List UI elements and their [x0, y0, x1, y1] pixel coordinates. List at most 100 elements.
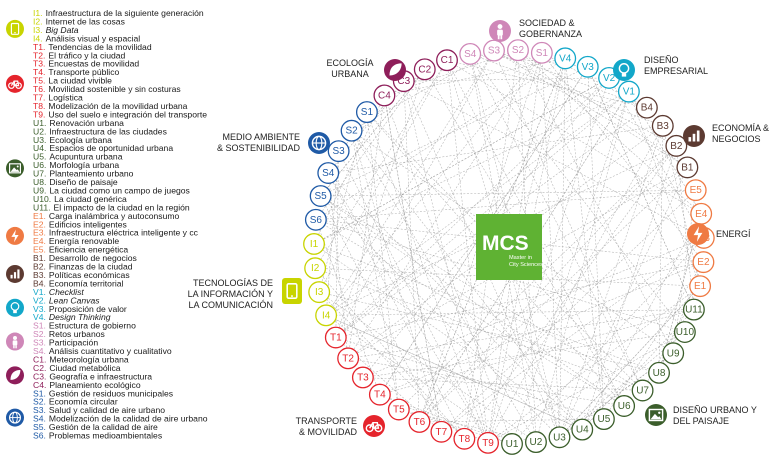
course-node-label: U1 — [506, 439, 519, 450]
course-node-ring — [665, 134, 688, 157]
legend-item: T6.Movilidad sostenible y sin costuras — [33, 84, 181, 94]
course-node-label: S1 — [361, 107, 374, 118]
legend-item-label: La ciudad vivible — [48, 76, 112, 86]
legend-item-label: El impacto de la ciudad en la región — [54, 202, 190, 212]
legend-item-label: Design Thinking — [49, 312, 111, 322]
legend-item-code: S6. — [33, 431, 46, 441]
course-node: U7 — [631, 379, 654, 402]
legend-item: U10.La ciudad genérica — [33, 194, 127, 204]
category-tra: TRANSPORTE& MOVILIDAD — [296, 415, 385, 437]
course-node: S3 — [327, 140, 350, 163]
category-label: EMPRESARIAL — [644, 66, 708, 76]
connection-line — [326, 309, 694, 316]
course-node-label: V2 — [603, 73, 616, 84]
category-label: MEDIO AMBIENTE — [222, 132, 300, 142]
bicycle-icon — [6, 74, 24, 93]
course-node-label: U7 — [636, 386, 649, 397]
course-node-label: S2 — [345, 126, 358, 137]
legend-item-label: Espacios de oportunidad urbana — [49, 143, 173, 153]
legend-item-code: U8. — [33, 177, 46, 187]
category-eco: ECONOMÍA &NEGOCIOS — [683, 123, 769, 147]
legend-item: T2.El tráfico y la ciudad — [33, 50, 126, 60]
course-node-ring — [387, 398, 410, 421]
course-node-ring — [648, 361, 670, 384]
legend-item-code: E5. — [33, 245, 46, 255]
legend-item-label: Renovación urbana — [49, 118, 124, 128]
legend-item-label: Economía circular — [49, 397, 118, 407]
connection-line — [464, 58, 566, 439]
connection-line — [403, 81, 489, 443]
legend-item: T8.Modelización de la movilidad urbana — [33, 101, 188, 111]
legend-item-label: Eficiencia energética — [49, 245, 129, 255]
category-med: MEDIO AMBIENTE& SOSTENIBILIDAD — [217, 132, 330, 154]
legend-item: U9.La ciudad como un campo de juegos — [33, 185, 190, 195]
connection-line — [335, 337, 604, 420]
legend-item: T9.Uso del suelo e integración del trans… — [33, 109, 207, 119]
connection-line — [541, 52, 560, 438]
connection-line — [493, 50, 688, 168]
legend-item-code: S1. — [33, 388, 46, 398]
legend-item-code: U10. — [33, 194, 51, 204]
legend-item-label: Planeamiento ecológico — [49, 380, 140, 390]
connection-line — [511, 91, 630, 445]
course-node-label: B3 — [657, 121, 670, 132]
legend-item-code: E3. — [33, 228, 46, 238]
category-label: & MOVILIDAD — [299, 427, 358, 437]
connection-line — [564, 58, 605, 420]
legend-item: S2.Retos urbanos — [33, 329, 105, 339]
connection-line — [379, 261, 704, 395]
category-soc: SOCIEDAD &GOBERNANZA — [489, 18, 582, 42]
legend-item: U5.Acupuntura urbana — [33, 152, 123, 162]
connection-line — [338, 151, 489, 444]
course-node: S1 — [355, 101, 378, 124]
course-node-ring — [340, 119, 363, 142]
course-node-ring — [309, 185, 332, 207]
course-node-ring — [554, 47, 577, 70]
connection-line — [446, 59, 702, 215]
legend-item-label: Retos urbanos — [49, 329, 105, 339]
course-node: C1 — [436, 49, 458, 72]
connection-line — [366, 112, 489, 443]
person-icon — [6, 332, 24, 351]
category-label: LA INFORMACIÓN Y — [188, 289, 273, 299]
course-node-ring — [576, 55, 599, 78]
course-node-label: T2 — [342, 353, 354, 364]
legend-item-label: Transporte público — [48, 67, 119, 77]
person-icon — [489, 20, 511, 42]
legend-item-code: S2. — [33, 397, 46, 407]
course-node-ring — [304, 208, 327, 231]
legend-item-label: Big Data — [46, 25, 79, 35]
course-node: U3 — [548, 426, 571, 449]
mcs-logo-box — [476, 214, 542, 280]
legend-item: C3.Geografía e infraestructura — [33, 371, 152, 381]
course-node-ring — [651, 114, 674, 137]
connection-line — [315, 219, 381, 395]
connection-line — [587, 66, 695, 310]
course-node-label: U10 — [676, 327, 695, 338]
tablet-icon — [282, 278, 302, 304]
legend-item: U7.Planteamiento urbano — [33, 169, 134, 179]
legend-item-code: I2. — [33, 16, 43, 26]
landscape-icon — [6, 159, 24, 178]
connection-line — [351, 130, 442, 432]
course-node-ring — [430, 420, 453, 443]
connection-line — [559, 286, 701, 438]
course-node: S2 — [507, 39, 529, 62]
course-node: T9 — [477, 431, 499, 454]
legend-item: U4.Espacios de oportunidad urbana — [33, 143, 173, 153]
legend-item: T5.La ciudad vivible — [33, 76, 112, 86]
connection-line — [403, 80, 704, 239]
legend-item: V1.Checklist — [33, 287, 84, 297]
connection-line — [335, 77, 610, 338]
course-node-label: I2 — [311, 263, 320, 274]
legend-item-code: T9. — [33, 109, 45, 119]
course-node-label: B4 — [641, 103, 654, 114]
category-label: DISEÑO URBANO Y — [673, 405, 757, 415]
connection-line — [559, 58, 566, 438]
course-node-ring — [501, 433, 523, 455]
course-node-label: T4 — [374, 390, 386, 401]
legend-item-code: S1. — [33, 321, 46, 331]
course-node-label: C3 — [397, 76, 410, 87]
connection-line — [347, 52, 543, 359]
legend-item-label: Lean Canvas — [49, 295, 100, 305]
